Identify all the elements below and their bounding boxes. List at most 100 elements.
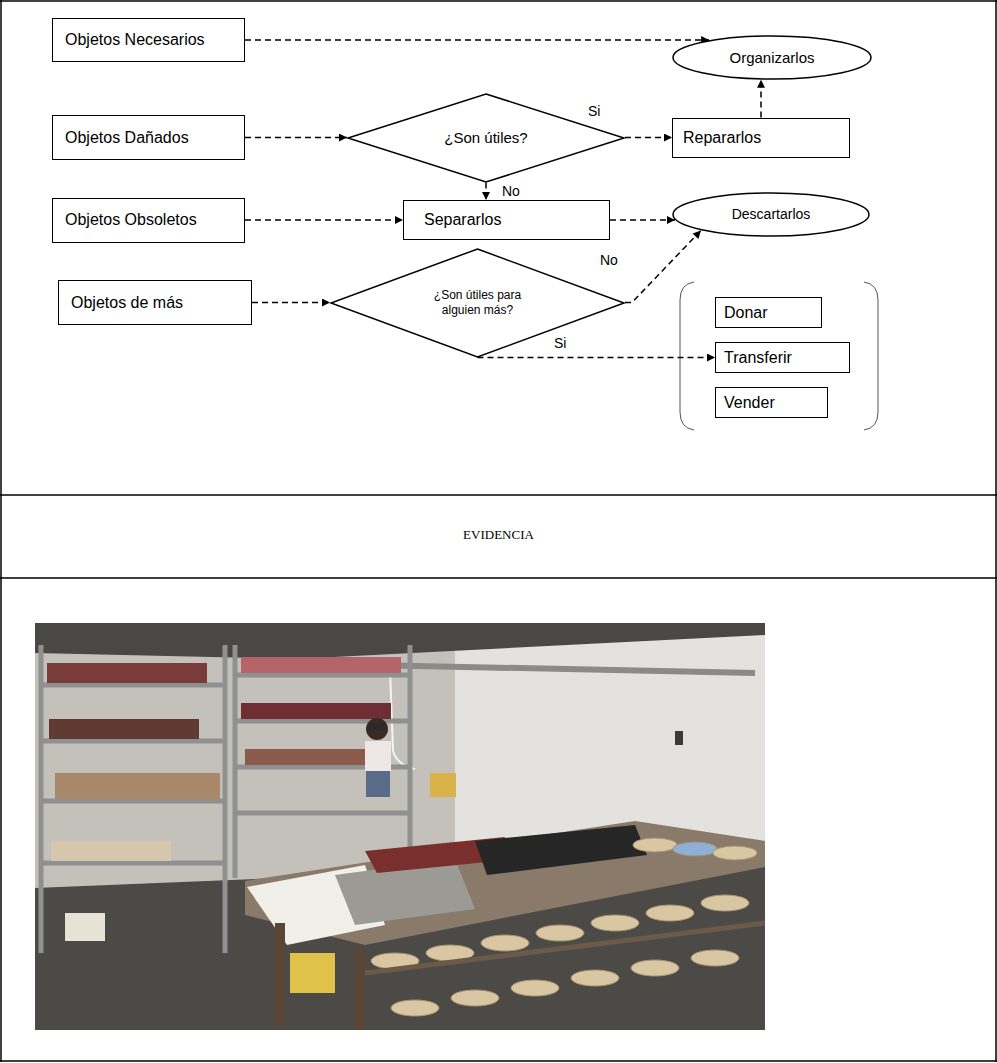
shoe-last	[591, 915, 639, 931]
node-content: Objetos Dañados	[53, 116, 244, 159]
dashed-connector	[760, 80, 762, 118]
shoe-last	[631, 960, 679, 976]
ceiling	[35, 623, 765, 659]
node-content: Objetos de más	[59, 281, 251, 324]
shelf-board	[235, 811, 410, 816]
shoe-last	[571, 970, 619, 986]
camera	[369, 723, 385, 731]
frame-line	[0, 0, 997, 2]
dashed-connector	[625, 230, 701, 302]
node-content: Repararlos	[673, 119, 849, 157]
edge-label: Si	[552, 335, 568, 351]
process-box: Transferir	[715, 342, 850, 373]
leather-stack	[245, 749, 385, 765]
shoe-last	[536, 925, 584, 941]
bracket-left	[680, 282, 694, 430]
box	[290, 953, 335, 993]
node-content: Objetos Obsoletos	[53, 199, 244, 242]
shoe-last	[713, 846, 757, 860]
person-head	[366, 718, 388, 740]
shoe-last	[701, 895, 749, 911]
box	[430, 773, 456, 797]
frame-line	[0, 494, 997, 496]
dashed-connector	[252, 302, 330, 304]
table-leg	[275, 923, 285, 1023]
node-text: Transferir	[724, 348, 792, 367]
table-leg	[355, 948, 365, 1030]
diamond-shape	[348, 94, 624, 182]
leather-sheet	[475, 825, 647, 875]
dashed-connector	[610, 219, 675, 221]
shelf-post	[408, 645, 413, 873]
lower-shelf	[365, 923, 765, 973]
dashed-connector	[245, 39, 709, 41]
leather-stack	[241, 657, 401, 673]
shoe-last	[511, 980, 559, 996]
node-text: Vender	[724, 393, 775, 412]
wall	[35, 623, 765, 1030]
node-content: Separarlos	[404, 201, 609, 239]
node-text: Repararlos	[683, 128, 761, 147]
shelf-board	[41, 683, 225, 688]
leather-stack	[51, 841, 171, 861]
node-content: Objetos Necesarios	[53, 19, 244, 61]
frame-line	[995, 0, 997, 1062]
decision-diamond: ¿Son útiles para alguien más?	[330, 248, 625, 358]
terminal-ellipse: Descartarlos	[672, 192, 870, 237]
dashed-connector	[478, 357, 716, 359]
node-content: ¿Son útiles para alguien más?	[330, 248, 625, 358]
person-torso	[365, 741, 391, 771]
dashed-connector	[625, 137, 672, 139]
node-text: Separarlos	[424, 210, 501, 229]
shoe-last	[481, 935, 529, 951]
leather-stack	[241, 703, 391, 719]
dashed-connector	[245, 137, 347, 139]
shelf-board	[235, 673, 410, 678]
leather-stack	[55, 773, 220, 799]
node-text: Organizarlos	[729, 49, 814, 67]
shoe-last	[451, 990, 499, 1006]
wall-socket	[675, 731, 683, 745]
node-content: Donar	[716, 298, 821, 327]
terminal-ellipse: Organizarlos	[672, 35, 872, 80]
ellipse-shape	[673, 193, 869, 236]
process-box: Separarlos	[403, 200, 610, 240]
node-text: ¿Son útiles para alguien más?	[423, 288, 533, 317]
shelf-board	[41, 861, 225, 866]
dashed-connector	[245, 219, 403, 221]
node-text: Objetos Necesarios	[65, 30, 205, 49]
leather-stack	[47, 663, 207, 683]
frame-line	[0, 0, 2, 1062]
bracket-right	[864, 282, 878, 430]
shelf-post	[233, 645, 238, 878]
shelf-board	[41, 799, 225, 804]
process-box: Donar	[715, 297, 822, 328]
floor-box	[65, 913, 105, 941]
process-box: Objetos Obsoletos	[52, 198, 245, 243]
node-text: Descartarlos	[732, 206, 811, 223]
process-box: Objetos de más	[58, 280, 252, 325]
section-label: EVIDENCIA	[0, 528, 997, 543]
leather-stack	[49, 719, 199, 739]
dashed-connector	[485, 183, 487, 201]
diamond-shape	[331, 249, 624, 357]
evidence-photo	[35, 623, 765, 1030]
node-content: Descartarlos	[672, 192, 870, 237]
frame-line	[0, 577, 997, 579]
bracket	[680, 282, 878, 430]
decision-diamond: ¿Son útiles?	[347, 93, 625, 183]
node-text: Objetos Obsoletos	[65, 210, 197, 229]
process-box: Vender	[715, 387, 828, 418]
process-box: Repararlos	[672, 118, 850, 158]
edge-label: Si	[586, 103, 602, 119]
shoe-last	[646, 905, 694, 921]
node-content: Transferir	[716, 343, 849, 372]
node-text: ¿Son útiles?	[444, 129, 527, 147]
shoe-lasts	[371, 838, 757, 1016]
process-box: Objetos Necesarios	[52, 18, 245, 62]
node-content: Organizarlos	[672, 35, 872, 80]
table-top	[245, 821, 765, 945]
edge-label: No	[598, 252, 620, 268]
